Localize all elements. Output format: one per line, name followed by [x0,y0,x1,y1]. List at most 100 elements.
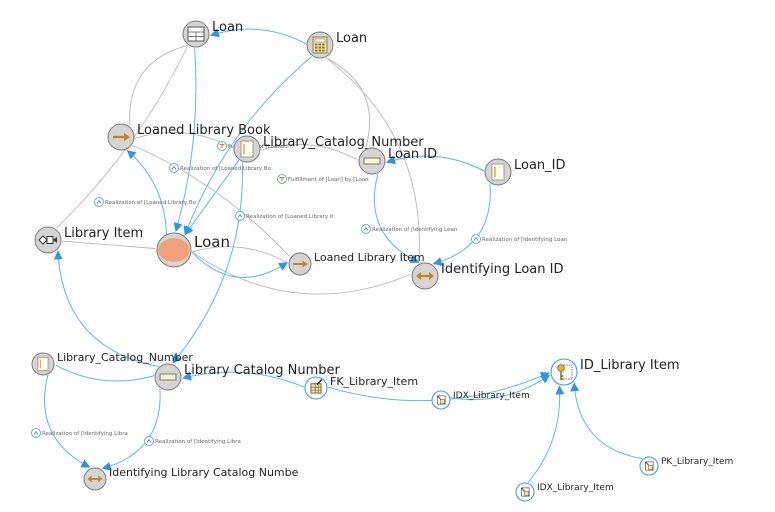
arrow-right-icon [293,260,308,268]
library-catalog-number-node[interactable]: Library Catalog Number [154,363,341,391]
edge-n7-n8-27[interactable] [61,240,156,249]
edge-n12-n7-28[interactable] [53,250,159,367]
document-icon [491,163,505,181]
edge-n2-n1-0[interactable] [210,28,307,45]
fulfillment-label-loan-2[interactable]: Fulfillment of [Loan] by [Loan [277,174,370,184]
edge-label-text: Realization of [Identifying Libra [42,431,128,437]
edge-n8-n9-13[interactable] [191,246,288,263]
edge-n1-n8-1[interactable] [173,47,197,232]
idx-library-item-node-1[interactable]: IDX_Library_Item [431,390,530,410]
edge-n5-n10-17[interactable] [374,173,420,263]
entity-icon [38,235,57,245]
table-icon [187,26,205,42]
node-label: IDX_Library_Item [537,483,614,493]
idx-library-item-node-2[interactable]: IDX_Library_Item [515,482,614,502]
document-icon [37,356,49,372]
realization-marker-icon [94,197,104,207]
node-label: Library Item [64,226,143,241]
node-label: Loan_ID [514,158,566,173]
edge-label-text: Realization of [Loaned Library Bo [180,166,272,172]
edge-n6-n5-11[interactable] [386,155,485,172]
edge-label-text: Fulfillment of [Loaned... [228,144,293,150]
loaned-library-book-node[interactable]: Loaned Library Book [107,123,271,151]
realization-glyph-icon [237,213,243,218]
node-label: Library Catalog Number [184,363,341,378]
edge-n13-n12-22[interactable] [182,371,305,388]
edge-n2-n10-7[interactable] [325,57,420,263]
library-catalog-number-attr-node[interactable]: Library_Catalog_Number [233,135,424,163]
edge-n12-n16-21[interactable] [101,388,161,471]
attribute-icon [363,157,381,165]
realization-marker-icon [361,224,371,234]
node-label: Loan [194,233,230,251]
loan-id-attr-node[interactable]: Loan_ID [484,158,566,186]
edge-n4-n8-3[interactable] [184,160,240,236]
arrow-right-icon [113,133,130,141]
node-label: Loaned Library Item [314,251,425,264]
index-icon [437,395,446,405]
fulfillment-label-loan-1[interactable]: Fulfillment of [Loaned... [217,141,294,151]
realization-glyph-icon [96,199,102,204]
edge-n2-n5-6[interactable] [325,57,370,148]
edge-labels-layer: Realization of [Loaned Library Bo Realiza… [31,141,568,446]
loaned-library-item-node[interactable]: Loaned Library Item [288,251,425,276]
realization-label-loaned-library-bo-2[interactable]: Realization of [Loaned Library Bo [169,163,272,173]
double-arrow-icon [87,475,103,483]
edge-label-text: Realization of [Identifying Loan [372,227,458,233]
double-arrow-icon [416,272,434,280]
index-icon [645,461,654,471]
node-label: IDX_Library_Item [453,391,530,401]
loan-calculator-node[interactable]: Loan [306,31,367,59]
edge-n15-n14-24[interactable] [450,374,551,401]
realization-label-loaned-library-it[interactable]: Realization of [Loaned Library It [235,211,335,221]
edge-n8-n10-12[interactable] [191,251,411,295]
library-catalog-number-doc-node[interactable]: Library_Catalog_Number [31,351,193,376]
edge-n1-n3-4[interactable] [129,44,188,125]
loan-id-node[interactable]: Loan ID [358,147,437,175]
edge-n17-n14-25[interactable] [570,382,643,460]
edge-n8-n3-14[interactable] [126,150,167,234]
loan-table-node[interactable]: Loan [182,20,243,48]
edge-n8-n9-15[interactable] [191,251,288,278]
loan-entity-node[interactable]: Loan [156,232,230,268]
identifying-loan-id-node[interactable]: Identifying Loan ID [411,262,563,290]
realization-label-identifying-libra-1[interactable]: Realization of [Identifying Libra [31,428,128,438]
edge-n12-n11-19[interactable] [55,364,155,382]
realization-marker-icon [31,428,41,438]
ellipse-icon [158,238,190,262]
realization-marker-icon [144,436,154,446]
realization-marker-icon [471,234,481,244]
node-label: Loan ID [388,147,437,162]
realization-glyph-icon [171,165,177,170]
fk-library-item-node[interactable]: FK_Library_Item [304,375,418,400]
id-library-item-node[interactable]: ID_Library Item [550,358,680,386]
edge-n4-n5-9[interactable] [260,143,358,160]
pk-library-item-node[interactable]: PK_Library_Item [639,456,733,476]
node-label: Loan [212,20,243,35]
realization-glyph-icon [363,226,369,231]
edge-n2-n8-2[interactable] [183,56,313,236]
edge-label-text: Fulfillment of [Loan] by [Loan [288,177,369,183]
node-label: Loan [336,31,367,46]
edge-n4-n12-16[interactable] [172,162,243,364]
node-label: Library_Catalog_Number [57,351,193,364]
edge-n18-n14-26[interactable] [527,385,565,483]
edge-n3-n9-29[interactable] [132,144,290,257]
realization-label-identifying-loan-1[interactable]: Realization of [Identifying Loan [361,224,458,234]
edge-label-text: Realization of [Loaned Library It [246,214,335,220]
library-item-node[interactable]: Library Item [34,226,143,254]
realization-marker-icon [235,211,245,221]
realization-marker-icon [169,163,179,173]
identifying-library-catalog-number-node[interactable]: Identifying Library Catalog Numbe [83,466,299,491]
edge-n6-n10-18[interactable] [432,183,491,266]
edge-label-text: Realization of [Loaned Library Bo [105,200,197,206]
realization-label-loaned-library-book[interactable]: Realization of [Loaned Library Bo [94,197,197,207]
node-label: FK_Library_Item [330,375,418,388]
realization-glyph-icon [473,236,479,241]
realization-label-identifying-libra-2[interactable]: Realization of [Identifying Libra [144,436,241,446]
edge-n11-n16-20[interactable] [44,374,91,468]
realization-label-identifying-loan-2[interactable]: Realization of [Identifying Loan [471,234,568,244]
node-label: ID_Library Item [580,358,680,373]
